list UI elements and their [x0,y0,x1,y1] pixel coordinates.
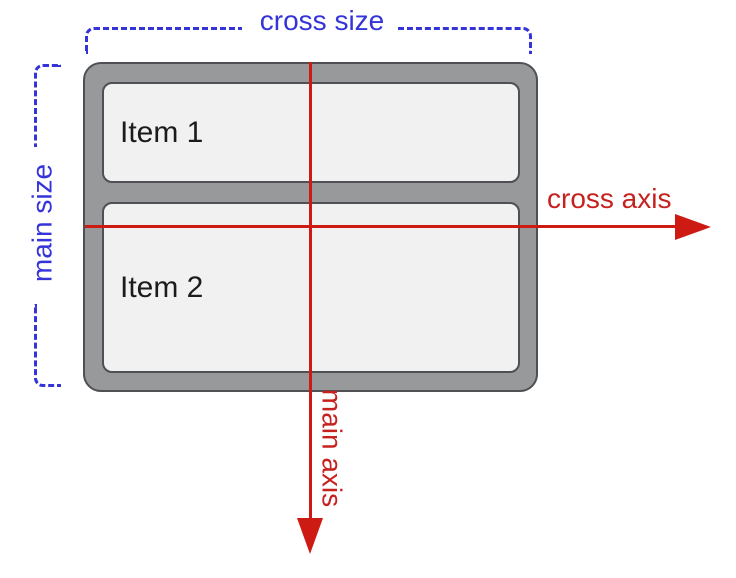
cross-axis-label: cross axis [547,183,672,214]
cross-size-bracket-left [85,27,242,54]
flex-item-1-label: Item 1 [120,115,204,149]
cross-size-label: cross size [259,5,385,36]
main-axis-line [309,62,312,520]
cross-axis-line [85,225,677,228]
flex-item-2-label: Item 2 [120,270,204,304]
main-size-bracket-top [34,64,61,147]
cross-size-bracket-right [398,27,532,54]
main-size-bracket-bottom [34,304,61,387]
main-axis-arrowhead-icon [297,518,323,554]
main-axis-label: main axis [316,388,348,508]
cross-axis-arrowhead-icon [675,214,711,240]
main-size-label: main size [26,163,58,283]
